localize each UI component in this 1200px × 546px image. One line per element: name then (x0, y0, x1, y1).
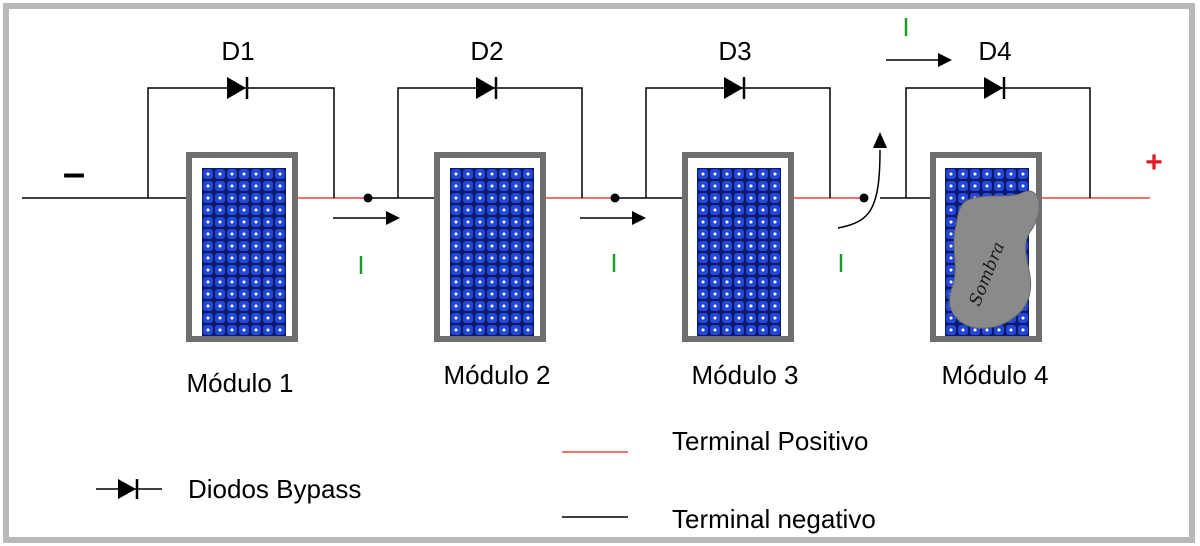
diode-label-d3: D3 (718, 36, 751, 66)
diode-icon (984, 77, 1006, 99)
legend-bypass-diodes: Diodos Bypass (188, 474, 361, 504)
diode-label-d4: D4 (978, 36, 1011, 66)
solar-module-4: Sombra (930, 152, 1042, 342)
junction-dot (363, 193, 373, 203)
shadow-blob (949, 190, 1040, 329)
solar-module-1 (186, 152, 298, 342)
diode-icon (476, 77, 498, 99)
negative-sign: – (63, 151, 85, 195)
current-arrow-icon (333, 211, 400, 225)
diode-icon (227, 77, 249, 99)
diode-icon (724, 77, 746, 99)
module-label-4: Módulo 4 (942, 360, 1049, 390)
module-label-2: Módulo 2 (444, 360, 551, 390)
diode-legend-icon (96, 479, 162, 499)
current-arrow-icon (580, 211, 646, 225)
solar-module-2 (434, 152, 546, 342)
diode-label-d1: D1 (221, 36, 254, 66)
legend-negative-terminal: Terminal negativo (672, 504, 876, 534)
module-label-1: Módulo 1 (187, 368, 294, 398)
current-label: I (837, 248, 844, 278)
current-bypass-arrow-icon (837, 132, 887, 229)
diode-label-d2: D2 (470, 36, 503, 66)
main-wiring (22, 193, 1150, 203)
current-label: I (357, 250, 364, 280)
current-label: I (610, 248, 617, 278)
module-label-3: Módulo 3 (692, 360, 799, 390)
current-arrow-icon (886, 53, 952, 67)
solar-module-3 (682, 152, 794, 342)
junction-dot (859, 193, 869, 203)
junction-dot (610, 193, 620, 203)
outer-frame (3, 3, 1195, 543)
current-label: I (902, 12, 909, 42)
legend-positive-terminal: Terminal Positivo (672, 426, 869, 456)
positive-sign: + (1145, 146, 1163, 179)
legend: Diodos Bypass Terminal Positivo Terminal… (96, 426, 876, 534)
